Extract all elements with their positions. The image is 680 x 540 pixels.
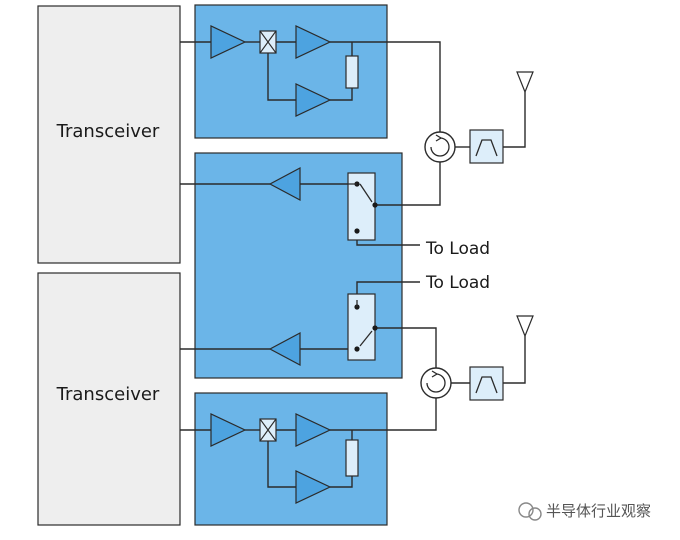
combiner-resistor-top: [345, 55, 359, 89]
splitter-top: [259, 30, 277, 54]
transceiver-label-bottom: Transceiver: [56, 384, 160, 405]
transceiver-block-bottom: [37, 272, 181, 526]
transceiver-label-top: Transceiver: [56, 121, 160, 142]
wiring: [180, 41, 526, 488]
circulator-top: [424, 131, 456, 163]
to-load-label-bottom: To Load: [425, 273, 490, 293]
power-amplifier-peak-bottom: [295, 470, 332, 504]
lna-top: [268, 167, 301, 201]
circulator-bottom: [420, 367, 452, 399]
antenna-top-icon: [516, 71, 534, 94]
power-amplifier-main-bottom: [295, 413, 332, 447]
power-amplifier-main-top: [295, 25, 332, 59]
driver-amplifier-top: [210, 25, 247, 59]
lna-bottom: [268, 332, 301, 366]
driver-amplifier-bottom: [210, 413, 247, 447]
watermark: 半导体行业观察: [518, 502, 651, 521]
splitter-bottom: [259, 418, 277, 442]
wechat-logo-icon: [518, 502, 542, 521]
transceiver-block-top: [37, 5, 181, 264]
to-load-label-top: To Load: [425, 239, 490, 259]
antenna-bottom-icon: [516, 315, 534, 338]
combiner-resistor-bottom: [345, 439, 359, 477]
watermark-text: 半导体行业观察: [546, 502, 651, 520]
bandpass-filter-bottom: [469, 366, 504, 401]
rx-switch-top: [347, 172, 378, 241]
rx-switch-bottom: [347, 293, 378, 361]
power-amplifier-peak-top: [295, 83, 332, 117]
bandpass-filter-top: [469, 129, 504, 164]
